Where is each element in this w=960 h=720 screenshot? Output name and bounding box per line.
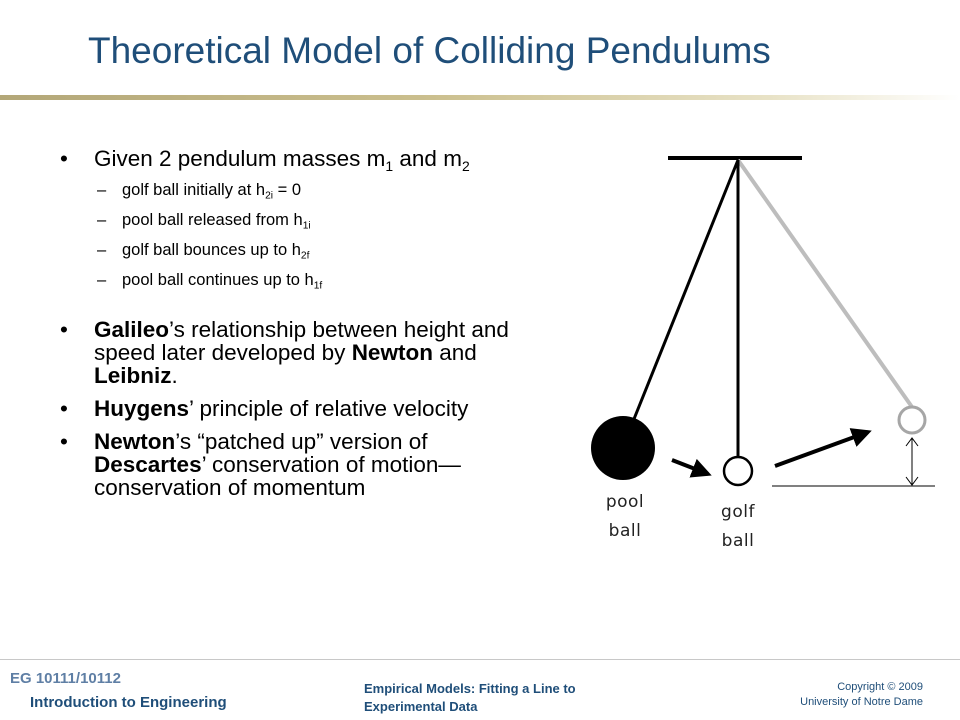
displaced-string (736, 158, 914, 409)
pool-ball (591, 416, 655, 480)
sub-bullet-subscript: 1i (302, 220, 311, 232)
sub-bullet-subscript: 2f (300, 250, 310, 262)
golf-label-line-1: golf (721, 502, 755, 522)
sub-bullet-after: = 0 (273, 181, 302, 199)
sub-bullet-golf-bounces: golf ball bounces up to h2f (60, 240, 540, 262)
height-arrow-bottom (905, 476, 919, 486)
name-huygens: Huygens (94, 396, 190, 421)
name-newton: Newton (351, 340, 433, 365)
golf-ball-label: golf ball (710, 498, 766, 556)
subscript-2: 2 (461, 157, 470, 174)
pool-ball-motion-arrow (671, 458, 712, 478)
bullet-galileo: Galileo’s relationship between height an… (60, 318, 540, 387)
sub-bullet-text: golf ball bounces up to h (122, 241, 301, 259)
sub-bullet-list: golf ball initially at h2i = 0 pool ball… (60, 180, 540, 292)
slide-title: Theoretical Model of Colliding Pendulums (88, 30, 771, 71)
footer-copyright-line-2: University of Notre Dame (800, 696, 923, 708)
pendulum-diagram: pool ball golf ball (560, 130, 950, 595)
name-newton-2: Newton (94, 429, 176, 454)
bullet-galileo-period: . (171, 363, 178, 388)
bullet-huygens-text: ’ principle of relative velocity (189, 396, 469, 421)
pool-ball-string (630, 159, 740, 425)
bullet-newton-text-2: ’ conservation of motion—conservation of… (94, 452, 461, 500)
name-leibniz: Leibniz (94, 363, 172, 388)
bullet-newton: Newton’s “patched up” version of Descart… (60, 430, 540, 499)
footer-topic-line-2: Experimental Data (364, 699, 478, 714)
sub-bullet-subscript: 1f (313, 280, 323, 292)
sub-bullet-text: golf ball initially at h (122, 181, 266, 199)
footer-copyright: Copyright © 2009 University of Notre Dam… (800, 680, 923, 710)
subscript-1: 1 (385, 157, 394, 174)
pool-label-line-1: pool (605, 492, 645, 512)
bullet-galileo-and: and (432, 340, 477, 365)
title-underline-bar (0, 95, 960, 100)
footer-course-code: EG 10111/10112 (10, 670, 121, 687)
bullet-galileo-text: ’s relationship between height and speed… (94, 317, 509, 365)
pool-label-line-2: ball (608, 521, 642, 541)
height-arrow-top (905, 437, 919, 447)
sub-bullet-subscript: 2i (265, 190, 274, 202)
sub-bullet-golf-initial: golf ball initially at h2i = 0 (60, 180, 540, 202)
sub-bullet-pool-released: pool ball released from h1i (60, 210, 540, 232)
pendulum-svg (591, 156, 935, 487)
sub-bullet-text: pool ball continues up to h (122, 271, 314, 289)
golf-ball-motion-arrow (774, 428, 872, 468)
sub-bullet-text: pool ball released from h (122, 211, 303, 229)
footer-divider (0, 659, 960, 660)
footer-topic-line-1: Empirical Models: Fitting a Line to (364, 681, 576, 696)
footer-course-name: Introduction to Engineering (30, 694, 227, 711)
bullet-huygens: Huygens’ principle of relative velocity (60, 397, 540, 420)
golf-label-line-2: ball (721, 531, 755, 551)
bullet-masses: Given 2 pendulum masses m1 and m2 (60, 146, 540, 173)
displaced-golf-ball (897, 405, 927, 435)
bullet-masses-mid: and m (393, 146, 462, 171)
pool-ball-label: pool ball (598, 488, 652, 546)
name-galileo: Galileo (94, 317, 170, 342)
sub-bullet-pool-continues: pool ball continues up to h1f (60, 270, 540, 292)
name-descartes: Descartes (94, 452, 202, 477)
golf-ball (722, 455, 754, 487)
bullet-masses-text: Given 2 pendulum masses m (94, 146, 386, 171)
bullet-list: Given 2 pendulum masses m1 and m2 golf b… (60, 147, 540, 509)
footer-topic: Empirical Models: Fitting a Line to Expe… (364, 680, 664, 716)
footer-copyright-line-1: Copyright © 2009 (837, 681, 923, 693)
bullet-newton-text: ’s “patched up” version of (175, 429, 428, 454)
